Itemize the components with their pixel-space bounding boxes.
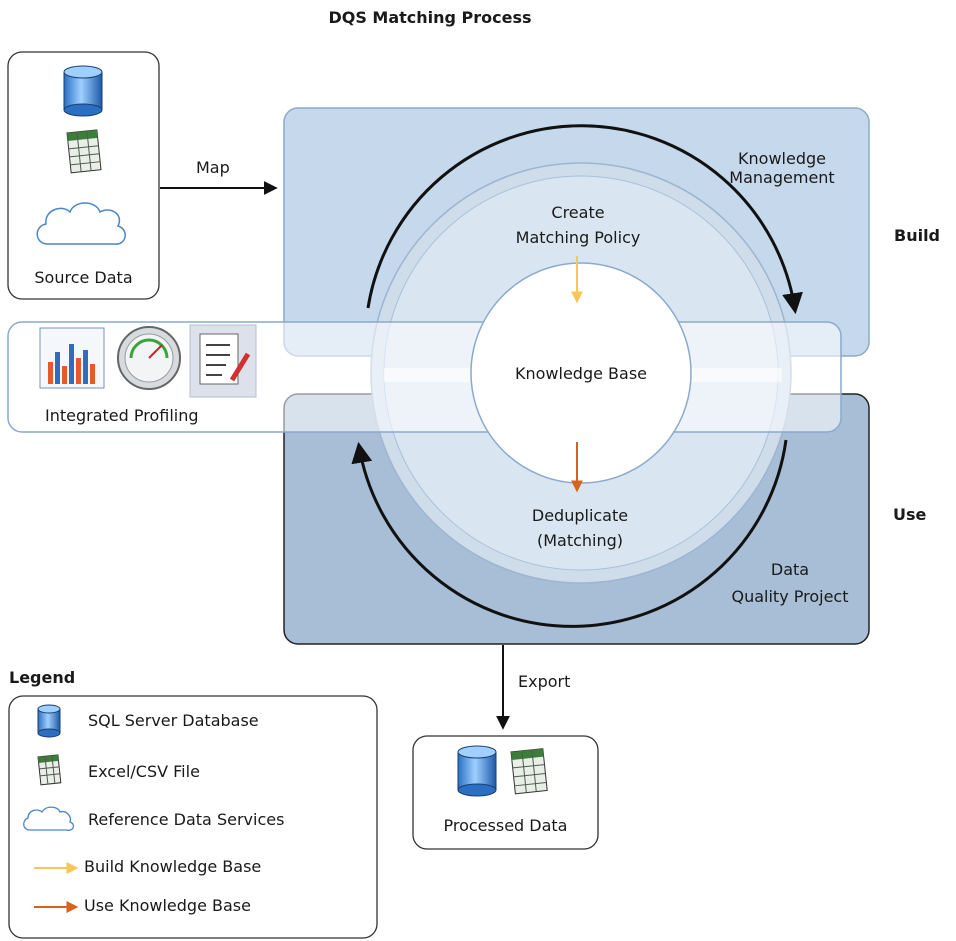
legend-item-sql-server: SQL Server Database [88, 711, 259, 730]
build-label: Build [894, 226, 941, 245]
spreadsheet-icon [66, 129, 102, 174]
gauge-icon [117, 326, 181, 390]
legend-item-excel-csv: Excel/CSV File [88, 762, 200, 781]
legend-item-build-kb: Build Knowledge Base [84, 857, 262, 876]
legend-spreadsheet-icon [37, 754, 62, 786]
data-quality-project-label: Data Quality Project [731, 560, 849, 606]
deduplicate-label: Deduplicate (Matching) [531, 506, 629, 550]
use-cycle-arrow [351, 439, 788, 628]
export-label: Export [518, 672, 571, 691]
legend-box [8, 695, 378, 939]
processed-data-label: Processed Data [443, 816, 568, 835]
spreadsheet-icon [510, 748, 548, 795]
use-label: Use [893, 505, 927, 524]
diagram-title: DQS Matching Process [328, 8, 532, 27]
cloud-icon [36, 202, 126, 245]
legend-item-use-kb: Use Knowledge Base [84, 896, 251, 915]
source-data-label: Source Data [34, 268, 133, 287]
legend-cloud-icon [23, 806, 75, 831]
legend-item-reference-data: Reference Data Services [88, 810, 285, 829]
checklist-icon [189, 324, 257, 398]
bar-chart-icon [39, 327, 105, 389]
integrated-profiling-label: Integrated Profiling [45, 406, 199, 425]
build-cycle-arrow [366, 124, 803, 315]
legend-title: Legend [9, 668, 76, 687]
knowledge-management-label: Knowledge Management [729, 149, 835, 187]
map-label: Map [196, 158, 230, 177]
knowledge-base-label: Knowledge Base [515, 364, 647, 383]
legend-database-icon [37, 704, 61, 738]
database-icon [63, 65, 103, 117]
database-icon [457, 745, 497, 797]
create-matching-policy-label: Create Matching Policy [515, 203, 641, 247]
